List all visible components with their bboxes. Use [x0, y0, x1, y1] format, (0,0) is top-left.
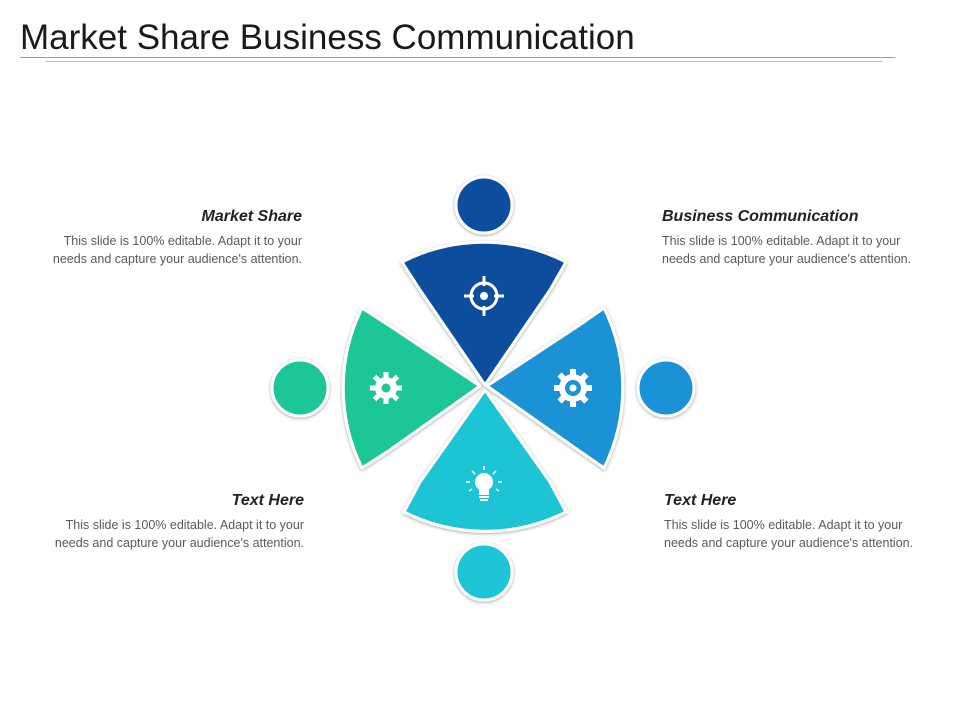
section-body: This slide is 100% editable. Adapt it to… [52, 234, 302, 266]
section-text-here-left: Text Here This slide is 100% editable. A… [34, 492, 304, 552]
section-business-communication: Business Communication This slide is 100… [662, 208, 932, 268]
figure-left-head [270, 358, 330, 418]
section-heading: Text Here [231, 492, 304, 509]
figure-bottom-head [454, 542, 514, 602]
figure-left-body [341, 306, 482, 470]
slide-title: Market Share Business Communication [20, 18, 635, 57]
lightbulb-icon [466, 466, 502, 501]
section-heading: Business Communication [662, 208, 859, 225]
section-body: This slide is 100% editable. Adapt it to… [664, 518, 914, 550]
figure-right-head [636, 358, 696, 418]
figure-top-head [454, 175, 514, 235]
cog-icon [370, 372, 402, 404]
section-heading: Market Share [201, 208, 303, 225]
section-text-here-right: Text Here This slide is 100% editable. A… [664, 492, 934, 552]
figure-left [270, 306, 482, 470]
title-underline-secondary [45, 61, 883, 62]
gear-icon [554, 369, 592, 407]
figure-top [400, 175, 568, 387]
section-market-share: Market Share This slide is 100% editable… [32, 208, 302, 268]
section-heading: Text Here [664, 492, 737, 509]
title-underline [20, 57, 895, 58]
section-body: This slide is 100% editable. Adapt it to… [662, 234, 912, 266]
figure-bottom-body [402, 388, 568, 533]
figure-bottom [402, 388, 568, 602]
section-body: This slide is 100% editable. Adapt it to… [54, 518, 304, 550]
figure-right [485, 306, 696, 470]
target-icon [464, 276, 504, 316]
